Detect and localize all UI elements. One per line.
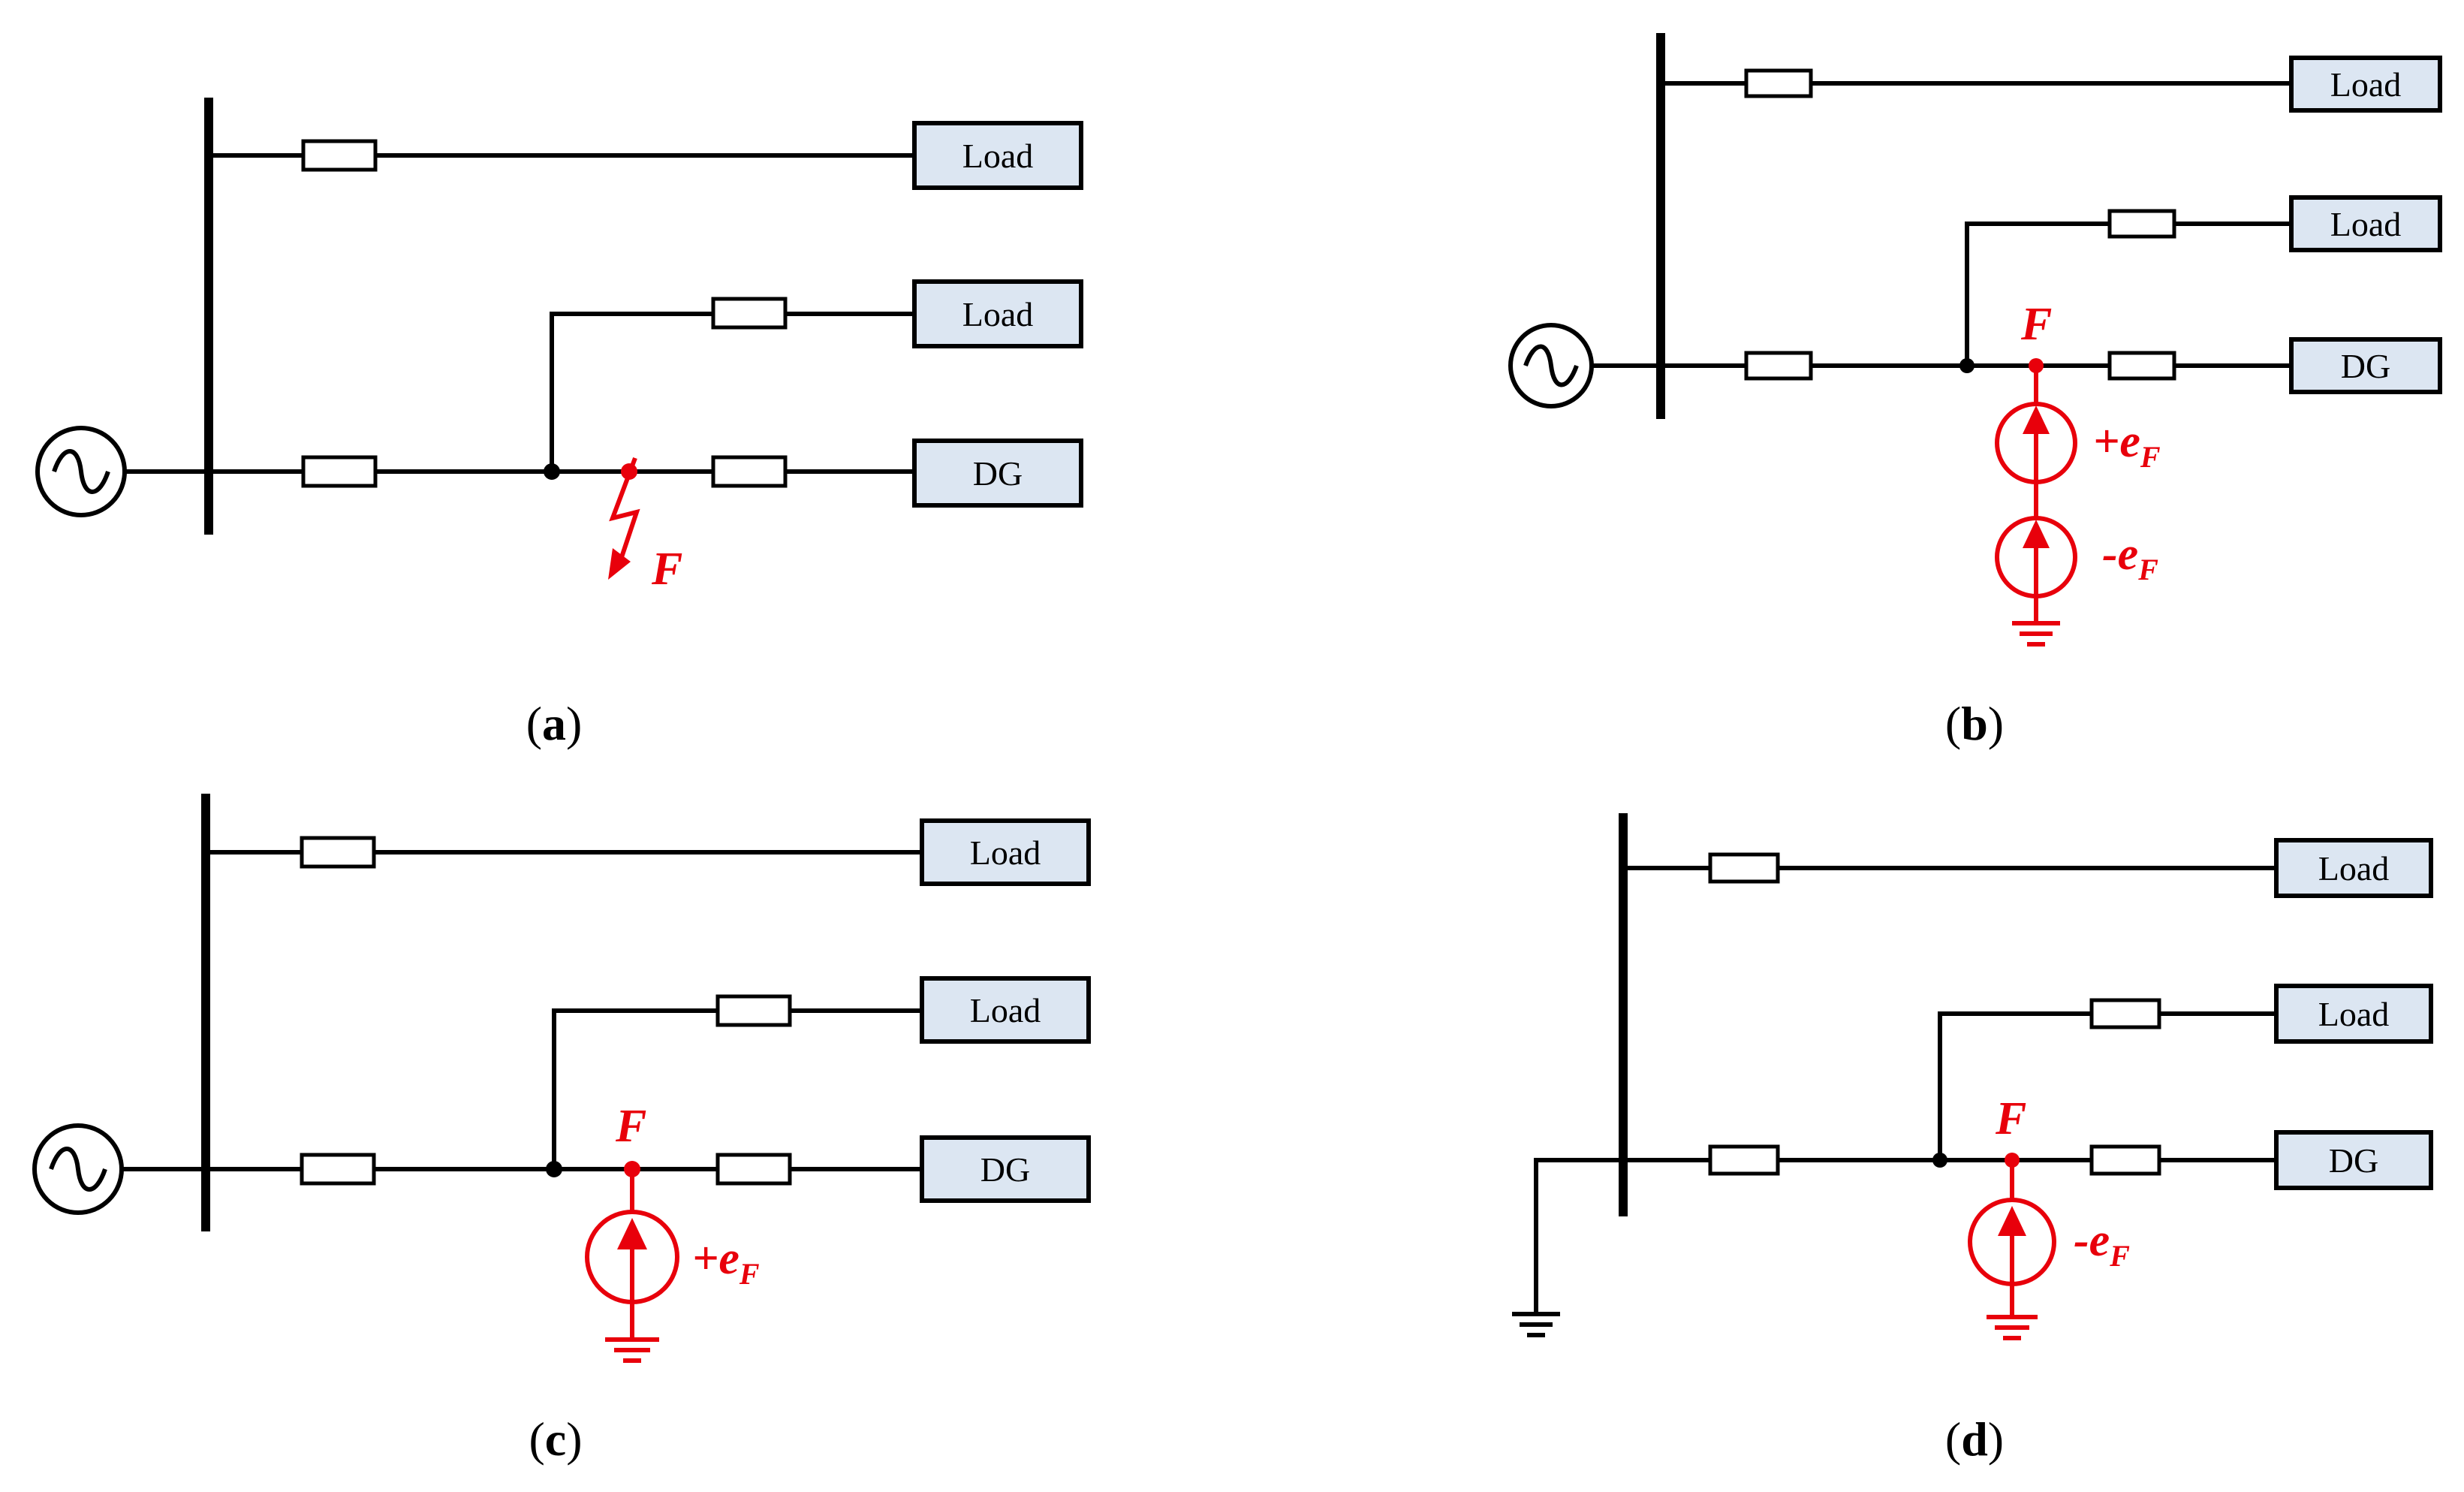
panel-b: Load Load DG F (1508, 33, 2442, 750)
fault-label: F (1995, 1093, 2026, 1144)
panel-d: Load Load DG F -eF (1512, 813, 2433, 1466)
dg-label: DG (973, 454, 1023, 493)
load-label: Load (970, 833, 1041, 872)
resistor-icon (1708, 1144, 1780, 1176)
panel-caption: (b) (1945, 697, 2004, 750)
load-box-2: Load (912, 279, 1083, 348)
resistor-icon (2089, 1144, 2161, 1176)
current-source-icon (585, 1210, 679, 1304)
fault-label: F (615, 1101, 646, 1152)
resistor-icon (2107, 351, 2176, 381)
resistor-icon (1708, 852, 1780, 884)
source-label-plus: +eF (692, 1233, 760, 1291)
junction-dot (544, 463, 560, 480)
load-label: Load (962, 137, 1034, 175)
resistor-icon (300, 836, 376, 869)
load-label: Load (2330, 205, 2402, 243)
load-box-1: Load (912, 121, 1083, 190)
panel-a: Load Load DG F (a) (35, 98, 1083, 750)
load-box-1: Load (920, 818, 1091, 886)
current-source-icon (1995, 516, 2077, 598)
junction-dot (1932, 1153, 1947, 1168)
lightning-fault-icon (608, 457, 640, 580)
load-box-2: Load (2274, 984, 2433, 1044)
resistor-icon (300, 1153, 376, 1186)
dg-box: DG (2289, 337, 2442, 394)
dg-box: DG (920, 1135, 1091, 1203)
load-label: Load (2318, 995, 2390, 1033)
ground-icon (1987, 1315, 2038, 1340)
dg-label: DG (2341, 347, 2390, 385)
resistor-icon (301, 455, 378, 488)
load-box-1: Load (2289, 56, 2442, 113)
resistor-icon (1744, 351, 1813, 381)
dg-box: DG (2274, 1130, 2433, 1190)
source-label-minus: -eF (2102, 529, 2158, 586)
load-box-2: Load (2289, 195, 2442, 252)
junction-dot (1959, 358, 1975, 373)
panel-caption: (c) (529, 1412, 582, 1466)
load-label: Load (2330, 65, 2402, 104)
resistor-icon (301, 139, 378, 172)
panel-c: Load Load DG F +eF (32, 794, 1091, 1466)
resistor-icon (2107, 209, 2176, 239)
current-source-icon (1968, 1198, 2056, 1286)
resistor-icon (2089, 998, 2161, 1029)
load-label: Load (2318, 849, 2390, 888)
load-box-2: Load (920, 976, 1091, 1044)
resistor-icon (711, 455, 788, 488)
dg-label: DG (980, 1150, 1030, 1189)
ac-source-icon (35, 426, 127, 517)
load-label: Load (962, 295, 1034, 333)
panel-caption: (a) (526, 697, 583, 750)
resistor-icon (1744, 68, 1813, 98)
source-label-plus: +eF (2093, 416, 2161, 474)
junction-dot (546, 1161, 562, 1177)
fault-label: F (2020, 299, 2052, 350)
source-label-minus: -eF (2074, 1215, 2130, 1273)
ground-icon (2012, 621, 2060, 647)
ground-icon (605, 1337, 659, 1363)
ac-source-icon (32, 1123, 124, 1215)
fault-label: F (651, 544, 682, 595)
dg-box: DG (912, 439, 1083, 508)
current-source-icon (1995, 402, 2077, 484)
dg-label: DG (2329, 1141, 2378, 1180)
ground-icon (1512, 1312, 1560, 1337)
resistor-icon (715, 994, 792, 1027)
ac-source-icon (1508, 323, 1594, 408)
resistor-icon (711, 297, 788, 330)
load-box-1: Load (2274, 838, 2433, 898)
panel-caption: (d) (1945, 1412, 2004, 1466)
resistor-icon (715, 1153, 792, 1186)
load-label: Load (970, 991, 1041, 1029)
